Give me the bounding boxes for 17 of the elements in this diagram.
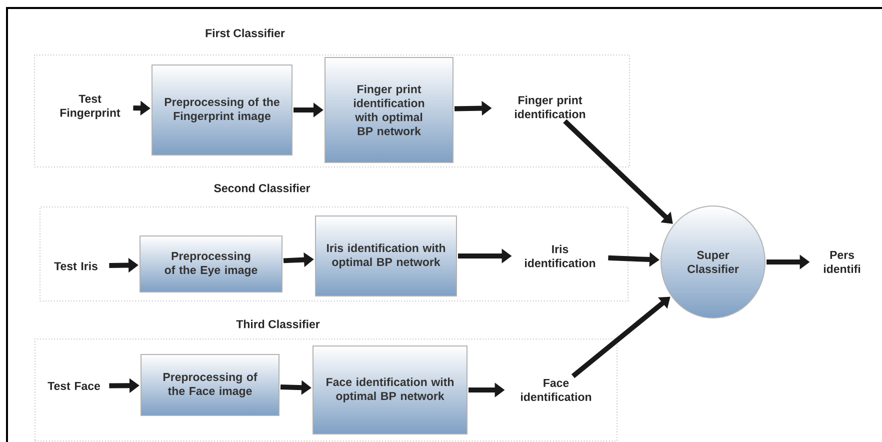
text-label: Test Fingerprint [60, 94, 120, 120]
text-label: Iris identification [525, 244, 596, 268]
text-label: Pers identifi [824, 251, 860, 274]
process-box: Preprocessing of the Face image [140, 354, 280, 416]
text-label: Finger print identification [515, 96, 586, 118]
process-box: Finger print identification with optimal BP network [324, 57, 454, 163]
process-box: Preprocessing of the Eye image [140, 236, 282, 292]
process-box: Iris identification with optimal BP network [315, 216, 457, 296]
text-label: Test Iris [54, 262, 98, 270]
process-box: Preprocessing of the Fingerprint image [152, 64, 292, 156]
arrow [563, 119, 673, 224]
panel-heading: First Classifier [206, 28, 285, 38]
panel-heading: Third Classifier [236, 320, 320, 328]
text-label: Face identification [521, 379, 592, 402]
panel-heading: Second Classifier [214, 184, 310, 192]
process-box: Face identification with optimal BP network [312, 346, 468, 434]
text-label: Test Face [48, 382, 100, 390]
